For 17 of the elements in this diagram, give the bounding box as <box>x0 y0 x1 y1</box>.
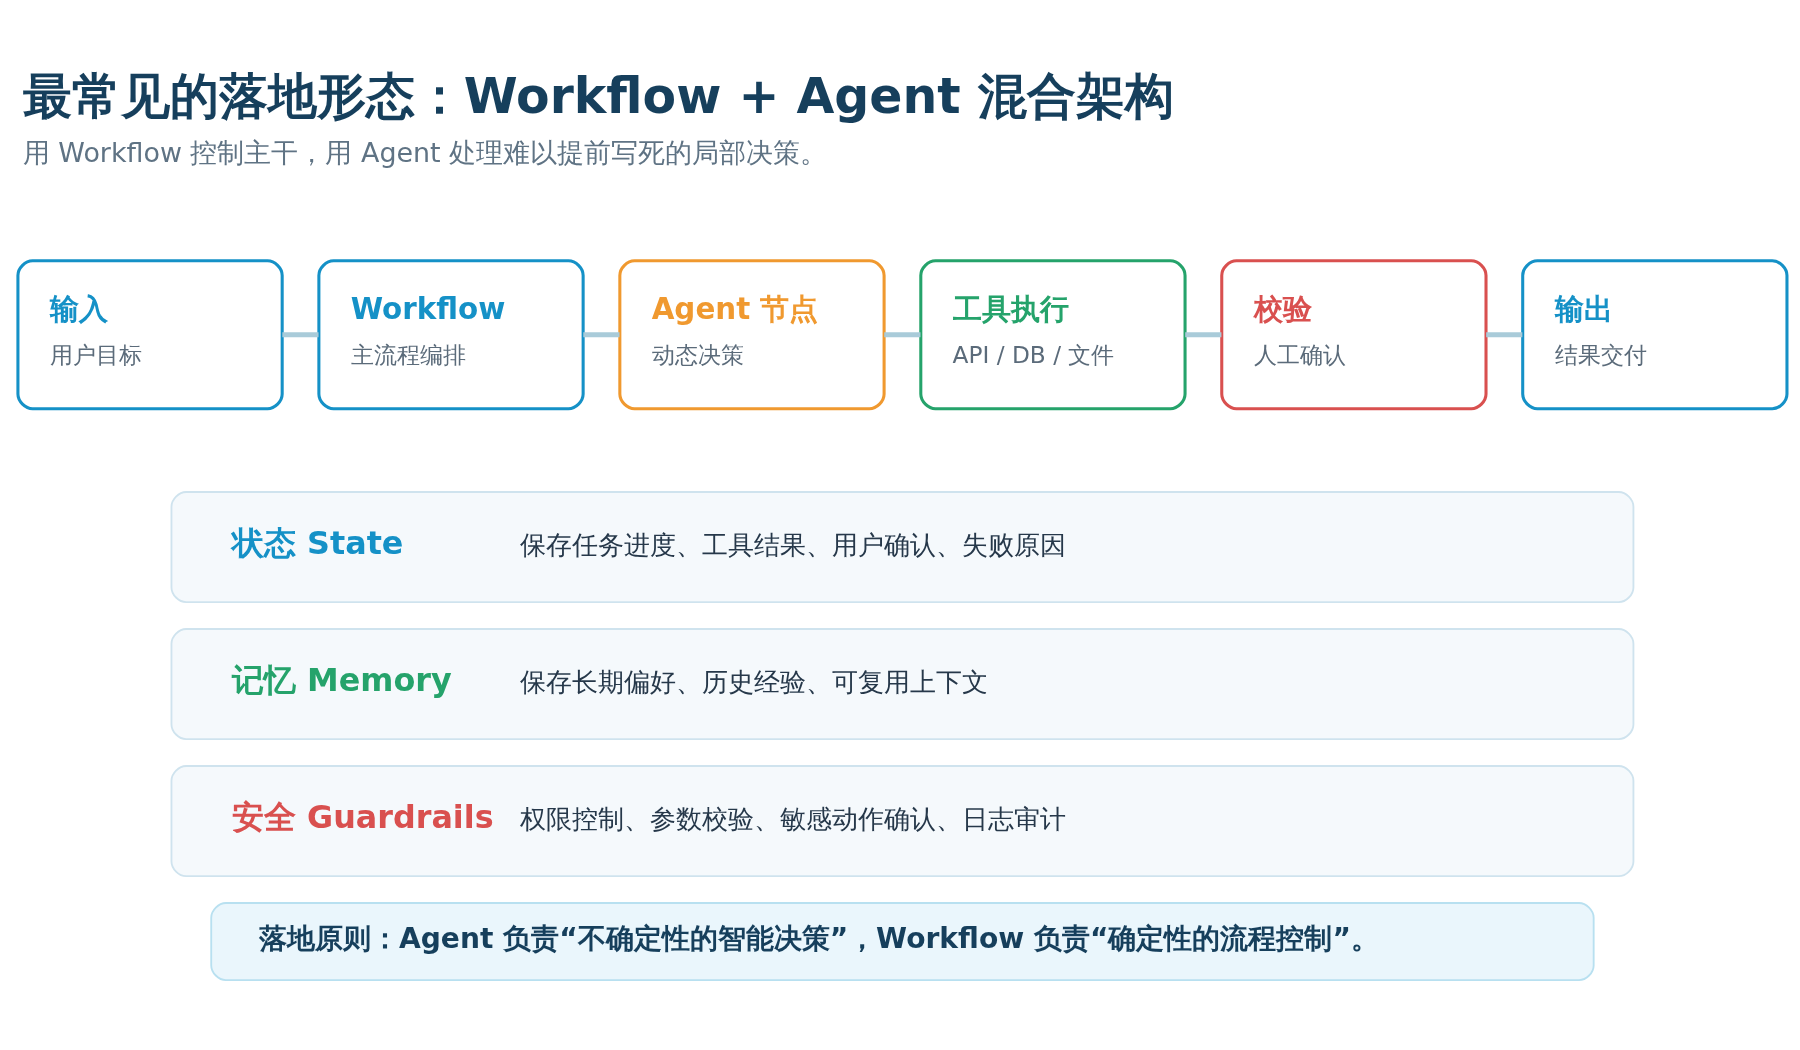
node-box: 输入 用户目标 <box>16 259 284 411</box>
connector <box>583 332 620 338</box>
connector <box>282 332 319 338</box>
node-box: Agent 节点 动态决策 <box>618 259 886 411</box>
node-box: 工具执行 API / DB / 文件 <box>919 259 1187 411</box>
connector <box>884 332 921 338</box>
node-box: 安全 Guardrails 权限控制、参数校验、敏感动作确认、日志审计 <box>170 765 1635 878</box>
node-box: 校验 人工确认 <box>1220 259 1488 411</box>
node-box: 落地原则：Agent 负责“不确定性的智能决策”，Workflow 负责“确定性的流程控制”。 <box>210 902 1595 982</box>
node-box: 输出 结果交付 <box>1521 259 1789 411</box>
diagram-title: 最常见的落地形态：Workflow + Agent 混合架构 <box>22 67 1174 125</box>
connector <box>1185 332 1222 338</box>
label: 用 Workflow 控制主干，用 Agent 处理难以提前写死的局部决策。 <box>22 137 828 169</box>
connector <box>1486 332 1523 338</box>
node-box: Workflow 主流程编排 <box>317 259 585 411</box>
node-box: 状态 State 保存任务进度、工具结果、用户确认、失败原因 <box>170 491 1635 603</box>
node-box: 记忆 Memory 保存长期偏好、历史经验、可复用上下文 <box>170 628 1635 740</box>
